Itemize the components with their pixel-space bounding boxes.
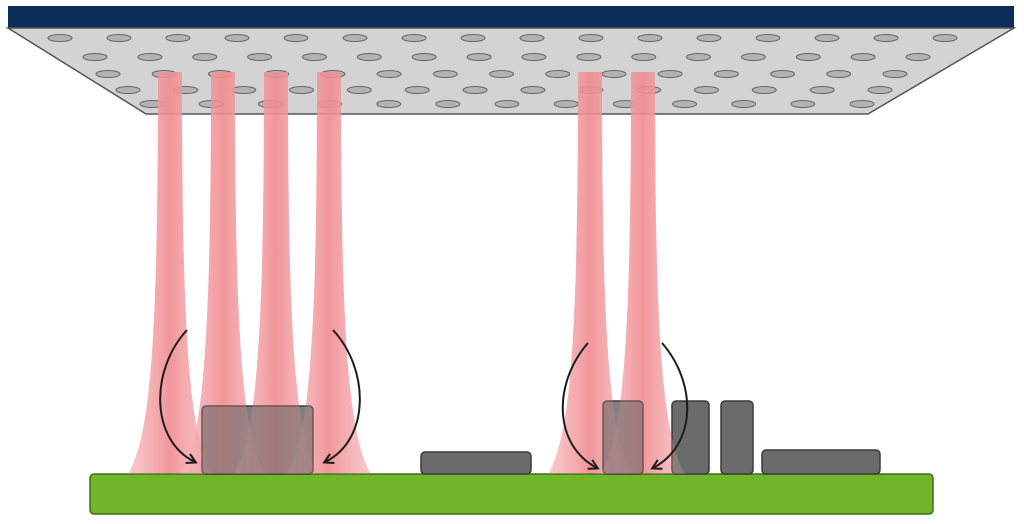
nozzle-hole (376, 100, 402, 108)
hot-gas-jets-overlay (128, 72, 685, 474)
flat-component-2 (761, 449, 881, 475)
nozzle-hole (47, 34, 73, 42)
nozzle-hole (376, 70, 402, 78)
hot-gas-jet-overlay (287, 72, 371, 474)
nozzle-hole (521, 53, 547, 61)
hot-gas-jet-overlay (128, 72, 212, 474)
nozzle-hole (905, 53, 931, 61)
nozzle-hole (231, 86, 257, 94)
nozzle-hole (466, 53, 492, 61)
nozzle-hole (672, 100, 697, 108)
nozzle-hole (411, 53, 437, 61)
nozzle-hole (751, 86, 777, 94)
nozzle-hole (826, 70, 852, 78)
nozzle-hole (694, 86, 719, 94)
hot-gas-jet-overlay (548, 72, 632, 474)
nozzle-hole (882, 70, 908, 78)
nozzle-hole (850, 53, 876, 61)
nozzle-hole (873, 34, 899, 42)
nozzle-hole (356, 53, 382, 61)
flow-arrows (159, 329, 689, 468)
hot-gas-jet-overlay (234, 72, 318, 474)
nozzle-hole (192, 53, 218, 61)
nozzle-hole (553, 100, 579, 108)
nozzle-hole (790, 100, 816, 108)
flow-arrow-2 (325, 329, 361, 462)
nozzle-hole (95, 70, 121, 78)
nozzle-hole (601, 70, 627, 78)
nozzle-hole (576, 53, 602, 61)
nozzle-hole (460, 34, 486, 42)
flat-component-1 (420, 451, 532, 475)
flow-arrow-1 (159, 329, 195, 462)
nozzle-hole (289, 86, 314, 94)
nozzle-hole (489, 70, 514, 78)
nozzle-hole (401, 34, 427, 42)
nozzle-hole (849, 100, 875, 108)
nozzle-hole (432, 70, 458, 78)
nozzle-hole (519, 34, 545, 42)
tall-component-2 (671, 400, 710, 475)
nozzle-hole (137, 53, 163, 61)
nozzle-hole (731, 100, 757, 108)
nozzle-hole (755, 34, 781, 42)
hot-gas-jet-overlay (601, 72, 685, 474)
nozzle-hole (770, 70, 796, 78)
nozzle-hole (545, 70, 571, 78)
flow-arrow-4 (653, 342, 689, 468)
nozzle-hole (578, 34, 604, 42)
tall-component-3 (720, 400, 754, 475)
nozzle-hole (637, 34, 663, 42)
nozzle-hole (346, 86, 372, 94)
nozzle-hole (82, 53, 108, 61)
nozzle-hole (404, 86, 430, 94)
nozzle-hole (165, 34, 191, 42)
nozzle-hole (462, 86, 488, 94)
nozzle-hole (867, 86, 893, 94)
nozzle-hole (740, 53, 766, 61)
nozzle-hole (115, 86, 141, 94)
flow-arrow-3 (561, 342, 597, 468)
nozzle-hole (657, 70, 683, 78)
nozzle-hole (696, 34, 722, 42)
nozzle-hole (795, 53, 821, 61)
nozzle-hole (283, 34, 309, 42)
nozzle-hole (494, 100, 520, 108)
nozzle-hole (302, 53, 327, 61)
nozzle-hole (435, 100, 461, 108)
nozzle-hole (814, 34, 840, 42)
circuit-board (89, 473, 934, 515)
nozzle-hole (224, 34, 250, 42)
hot-gas-jet-overlay (181, 72, 265, 474)
nozzle-hole (932, 34, 958, 42)
header-bar (8, 6, 1014, 28)
nozzle-hole (631, 53, 657, 61)
nozzle-hole (713, 70, 739, 78)
nozzle-hole (809, 86, 835, 94)
nozzle-hole (520, 86, 546, 94)
nozzle-hole (247, 53, 273, 61)
nozzle-hole (686, 53, 711, 61)
nozzle-hole (342, 34, 368, 42)
nozzle-hole (106, 34, 132, 42)
